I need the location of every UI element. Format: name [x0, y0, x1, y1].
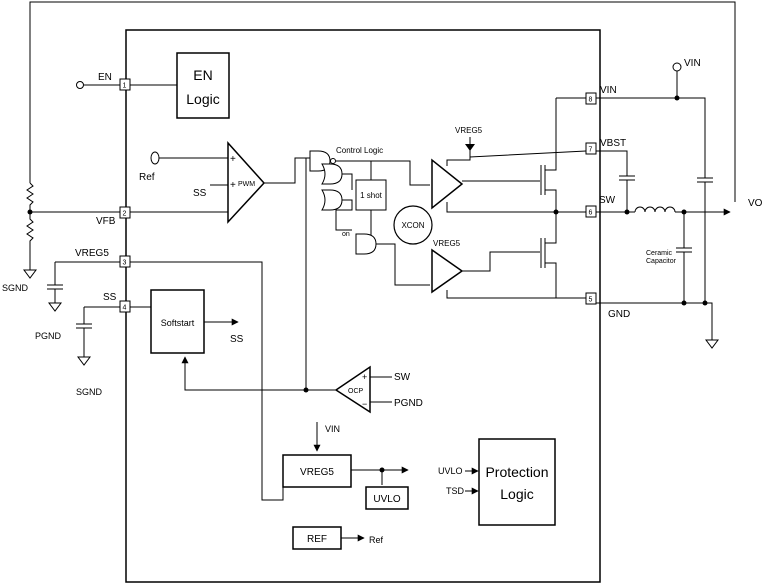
feedback-divider: SGND — [2, 182, 37, 293]
ref-block: REF Ref — [292, 526, 384, 550]
sgnd-label-2: SGND — [76, 387, 103, 397]
vreg5-block: VIN VREG5 UVLO — [130, 261, 409, 510]
en-logic-line1: EN — [193, 67, 212, 83]
pin-ss-number: 4 — [123, 305, 127, 312]
pin-sw-number: 6 — [589, 210, 593, 217]
en-logic-block: EN Logic — [130, 52, 230, 119]
pin-en: EN 1 — [76, 72, 131, 91]
ocp-plus-sign: + — [362, 372, 367, 382]
ceramic-label-line2: Capacitor — [646, 258, 677, 265]
ocp-sw-label: SW — [394, 372, 411, 383]
nor-gate-2 — [321, 189, 343, 211]
ceramic-label-line1: Ceramic — [646, 250, 673, 257]
protection-logic-block: Protection Logic UVLO TSD — [438, 438, 556, 526]
xcon-block: XCON — [393, 205, 433, 245]
low-side-driver: VREG5 — [431, 239, 586, 299]
pin-vfb-number: 2 — [123, 211, 127, 218]
on-label: on — [342, 231, 350, 238]
xcon-label: XCON — [401, 221, 424, 230]
nor-gate-1 — [321, 163, 343, 185]
vreg5-label: VREG5 — [300, 467, 334, 478]
output-inductor: VO — [596, 198, 763, 216]
vin-supply: VIN — [596, 58, 713, 303]
pin-en-number: 1 — [123, 83, 127, 90]
uvlo-label: UVLO — [373, 494, 400, 505]
uvlo-input-label: UVLO — [438, 466, 463, 476]
pin-vbst-label: VBST — [600, 138, 626, 149]
ss-capacitor: SGND — [76, 307, 103, 397]
vreg5-lowside-label: VREG5 — [433, 239, 461, 248]
one-shot-label: 1 shot — [360, 191, 383, 200]
high-side-driver: VREG5 — [431, 126, 587, 213]
pin-vreg5-label: VREG5 — [75, 248, 109, 259]
pin-en-label: EN — [98, 72, 112, 83]
vreg5-vin-label: VIN — [325, 424, 340, 434]
vo-label: VO — [748, 198, 763, 209]
ref-label: REF — [307, 534, 327, 545]
bootstrap-capacitor — [596, 150, 635, 212]
control-logic: Control Logic 1 shot on — [309, 146, 430, 286]
ocp-pgnd-label: PGND — [394, 398, 423, 409]
pwm-plus-sign: + — [230, 154, 236, 165]
pin-ss: SS 4 — [84, 292, 131, 313]
pin-vbst-number: 7 — [589, 147, 593, 154]
ss-output-label: SS — [230, 334, 244, 345]
ss-input-label: SS — [193, 188, 207, 199]
protection-line2: Logic — [500, 486, 533, 502]
output-capacitor: Ceramic Capacitor — [646, 212, 692, 303]
ref-input-terminal — [150, 151, 160, 165]
pin-vreg5: VREG5 3 — [55, 248, 131, 268]
high-side-mosfet — [540, 98, 557, 212]
en-logic-line2: Logic — [186, 91, 219, 107]
softstart-label: Softstart — [161, 318, 195, 328]
vreg5-highside-label: VREG5 — [455, 126, 483, 135]
protection-line1: Protection — [485, 464, 548, 480]
ocp-label: OCP — [348, 388, 364, 395]
pgnd-label: PGND — [35, 331, 62, 341]
pwm-comparator: + + PWM Ref SS — [130, 141, 310, 224]
vin-supply-label: VIN — [684, 58, 701, 69]
pin-sw-label: SW — [599, 195, 616, 206]
ocp-minus-sign: − — [362, 399, 367, 409]
gnd-return — [596, 300, 719, 349]
sgnd-label-1: SGND — [2, 283, 29, 293]
uvlo-block — [365, 486, 409, 510]
pwm-label: PWM — [238, 181, 255, 188]
pin-vbst: 7 VBST — [585, 138, 626, 155]
pin-vfb: VFB 2 — [30, 206, 131, 227]
one-shot-block — [355, 179, 387, 211]
vreg5-capacitor: PGND — [35, 262, 63, 341]
tsd-input-label: TSD — [446, 486, 465, 496]
ocp-comparator: OCP + − SW PGND — [303, 157, 423, 414]
vo-feedback-wire — [29, 1, 736, 202]
and-gate-2 — [355, 233, 377, 255]
softstart-block: Softstart SS — [130, 289, 336, 391]
pin-vin-number: 8 — [589, 97, 593, 104]
control-logic-label: Control Logic — [336, 146, 383, 155]
ref-output-label: Ref — [369, 535, 384, 545]
low-side-mosfet — [540, 212, 557, 298]
ref-input-label: Ref — [139, 172, 155, 183]
pin-vreg5-number: 3 — [123, 260, 127, 267]
pin-gnd-number: 5 — [589, 297, 593, 304]
pin-vin-label: VIN — [600, 85, 617, 96]
pin-gnd-label: GND — [608, 309, 630, 320]
pin-vfb-label: VFB — [96, 216, 116, 227]
pwm-minus-sign: + — [230, 180, 236, 191]
pin-ss-label: SS — [103, 292, 117, 303]
